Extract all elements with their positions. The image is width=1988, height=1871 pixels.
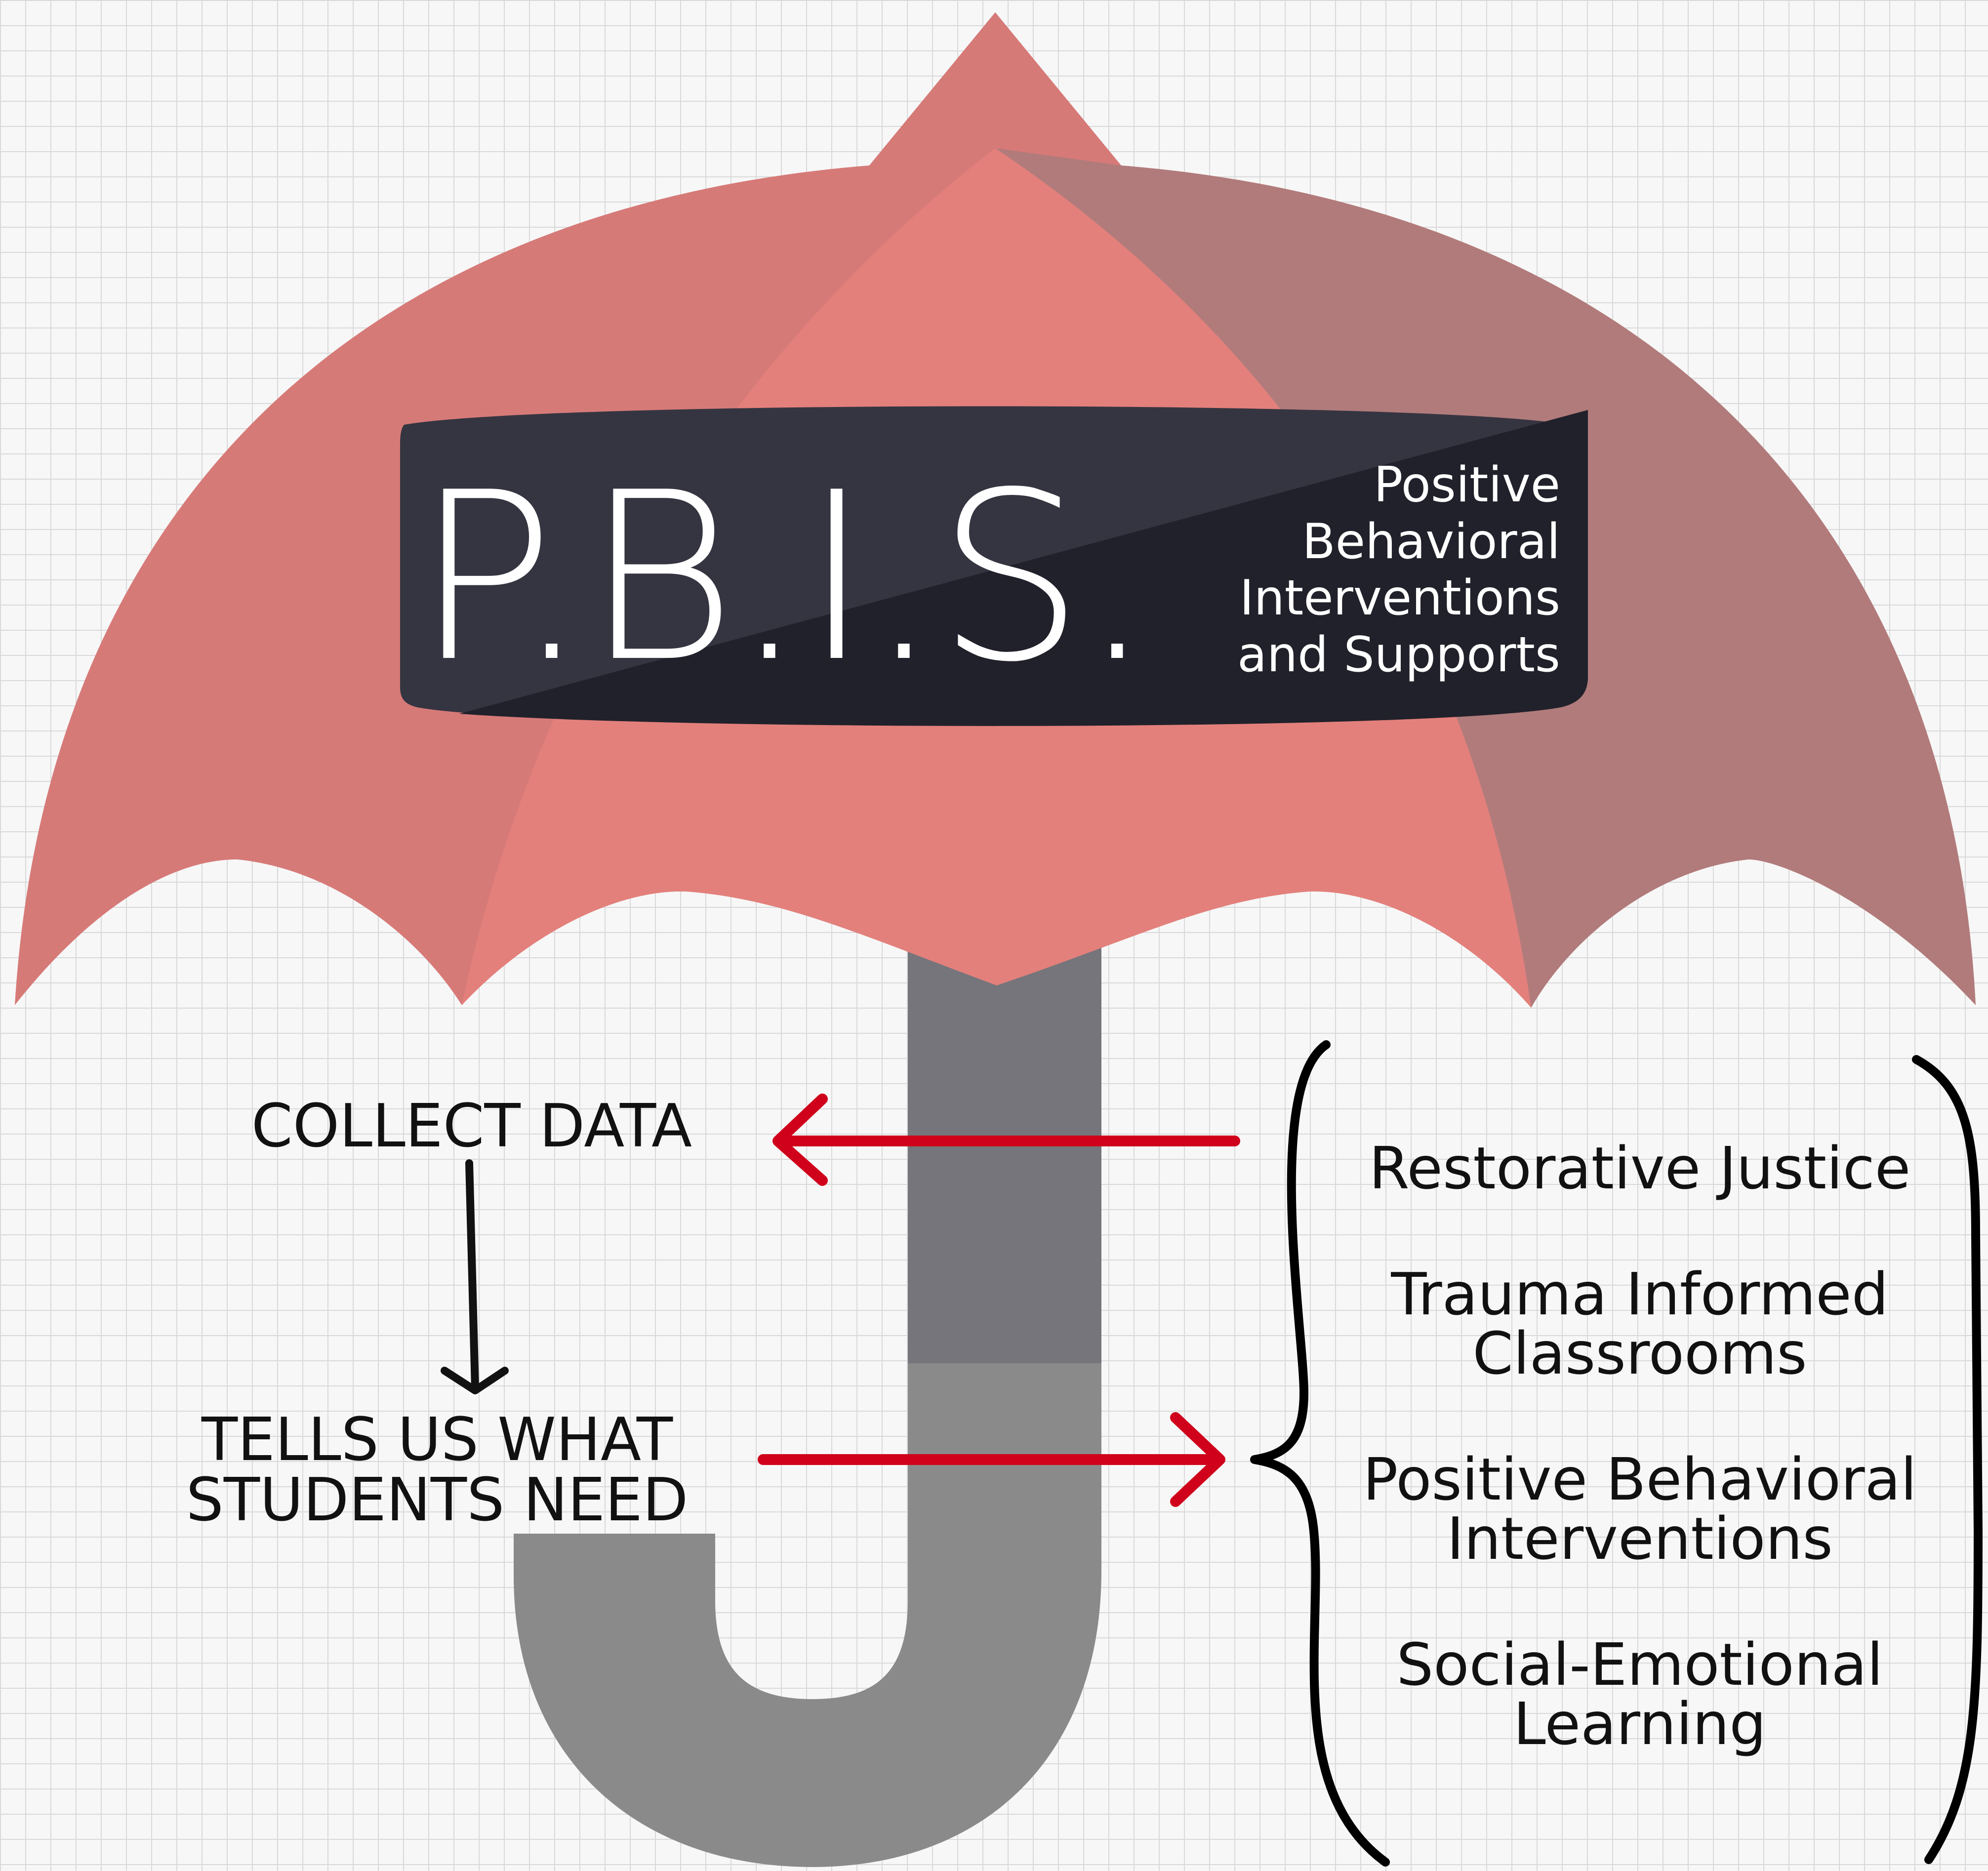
badge-lower-shade bbox=[459, 410, 1588, 726]
support-item-line: Social-Emotional bbox=[1396, 1630, 1883, 1699]
tells-us-line: TELLS US WHAT bbox=[201, 1406, 673, 1474]
arrow-to-supports-head bbox=[1170, 1412, 1225, 1507]
tells-us-label: TELLS US WHAT STUDENTS NEED bbox=[138, 1410, 736, 1531]
support-item-line: Interventions bbox=[1447, 1505, 1833, 1573]
right-bracket bbox=[1912, 1055, 1983, 1864]
pbis-full-name-line: and Supports bbox=[1237, 626, 1560, 683]
support-item-social-emotional: Social-Emotional Learning bbox=[1319, 1635, 1961, 1754]
pbis-acronym: P.B.I.S. bbox=[415, 443, 1154, 713]
canopy-tip bbox=[869, 12, 1121, 165]
tells-us-line: STUDENTS NEED bbox=[186, 1466, 689, 1535]
pbis-full-name: Positive Behavioral Interventions and Su… bbox=[1165, 457, 1560, 684]
collect-data-label: COLLECT DATA bbox=[251, 1092, 692, 1161]
umbrella-handle bbox=[514, 889, 1101, 1867]
pbis-full-name-line: Positive bbox=[1374, 457, 1560, 513]
support-item-line: Learning bbox=[1513, 1690, 1767, 1758]
support-item-line: Restorative Justice bbox=[1369, 1134, 1911, 1202]
support-item-positive-behavioral: Positive Behavioral Interventions bbox=[1319, 1450, 1961, 1569]
supports-brackets bbox=[1250, 1040, 1983, 1867]
pbis-badge bbox=[400, 406, 1588, 726]
support-item-line: Classrooms bbox=[1472, 1319, 1807, 1388]
down-arrow-head bbox=[441, 1367, 509, 1394]
down-arrow bbox=[441, 1159, 509, 1394]
support-item-line: Positive Behavioral bbox=[1363, 1445, 1917, 1513]
handle-shaft-lower-hook bbox=[514, 1363, 1101, 1867]
support-item-trauma-informed: Trauma Informed Classrooms bbox=[1319, 1264, 1961, 1383]
down-arrow-line bbox=[465, 1159, 479, 1392]
pbis-full-name-line: Behavioral bbox=[1302, 513, 1560, 570]
support-item-line: Trauma Informed bbox=[1391, 1260, 1889, 1328]
support-item-restorative-justice: Restorative Justice bbox=[1319, 1139, 1961, 1198]
left-curly-brace bbox=[1250, 1040, 1390, 1867]
pbis-full-name-line: Interventions bbox=[1239, 570, 1560, 627]
red-arrows bbox=[758, 1094, 1240, 1507]
arrow-to-collect-data-head bbox=[772, 1094, 828, 1186]
